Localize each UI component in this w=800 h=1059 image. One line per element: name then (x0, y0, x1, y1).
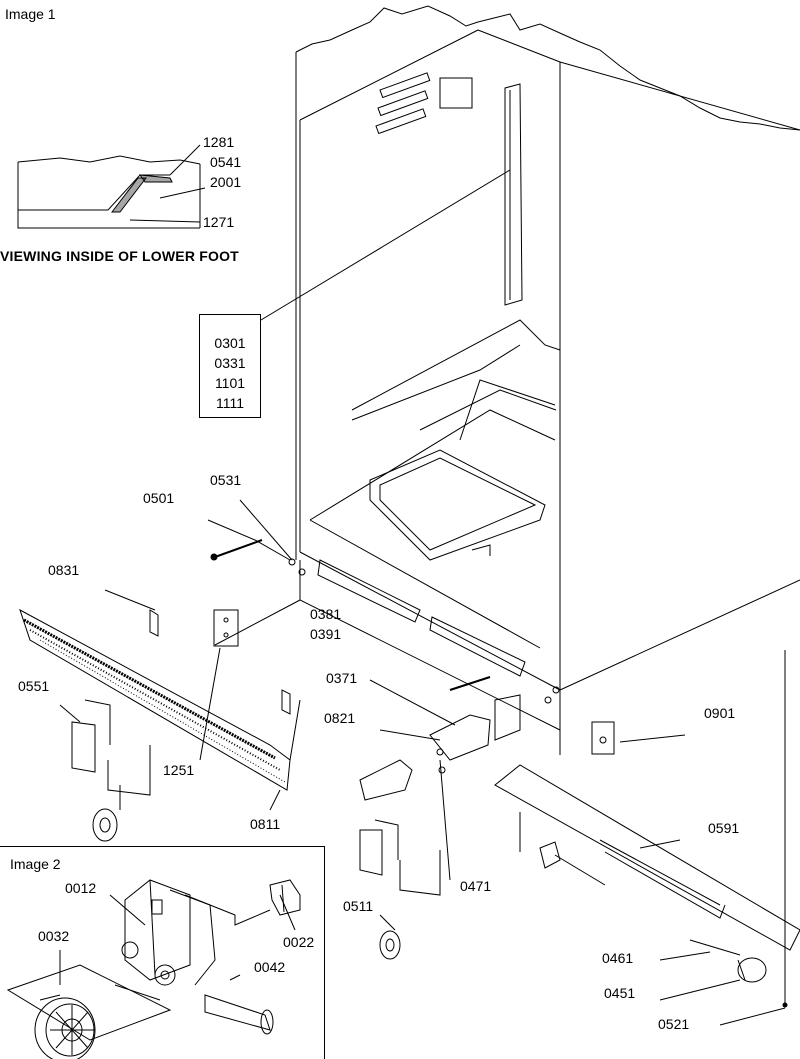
part-label-0831: 0831 (48, 562, 80, 578)
image1-caption: Image 1 (5, 6, 56, 22)
part-label-0821: 0821 (324, 710, 356, 726)
cabinet (214, 5, 800, 755)
part-label-0591: 0591 (708, 820, 740, 836)
part-number-box: 0301 0331 1101 1111 (199, 314, 261, 418)
part-label-1281: 1281 (203, 134, 235, 150)
part-label-0391: 0391 (310, 626, 342, 642)
part-label-0371: 0371 (326, 670, 358, 686)
grille-0811 (19, 608, 301, 791)
part-label-0381: 0381 (310, 606, 342, 622)
part-label-1271: 1271 (203, 214, 235, 230)
part-label-0032: 0032 (38, 928, 70, 944)
image2-inset-frame (0, 846, 325, 1059)
casters (92, 808, 401, 960)
box-part-number: 1111 (215, 395, 245, 411)
part-label-0451: 0451 (604, 985, 636, 1001)
fasteners (210, 539, 788, 1008)
box-part-number: 1101 (214, 375, 246, 391)
base-plate-0591 (494, 764, 800, 983)
part-label-0551: 0551 (18, 678, 50, 694)
part-label-0521: 0521 (658, 1016, 690, 1032)
part-label-0501: 0501 (143, 490, 175, 506)
part-label-1251: 1251 (163, 762, 195, 778)
part-label-0042: 0042 (254, 959, 286, 975)
part-label-2001: 2001 (210, 174, 242, 190)
image2-caption: Image 2 (10, 856, 61, 872)
part-label-0471: 0471 (460, 878, 492, 894)
part-label-0541: 0541 (210, 154, 242, 170)
image2-drawing (6, 879, 301, 1059)
part-label-0461: 0461 (602, 950, 634, 966)
box-part-number: 0331 (214, 355, 246, 371)
part-label-0511: 0511 (343, 898, 374, 914)
foot-view-caption: VIEWING INSIDE OF LOWER FOOT (0, 248, 239, 264)
brackets (71, 609, 615, 896)
part-label-0531: 0531 (210, 472, 242, 488)
part-label-0811: 0811 (250, 816, 281, 832)
part-label-0901: 0901 (704, 705, 736, 721)
lower-foot-detail (17, 144, 206, 229)
part-label-0022: 0022 (283, 934, 315, 950)
box-part-number: 0301 (214, 335, 246, 351)
part-label-0012: 0012 (65, 880, 97, 896)
